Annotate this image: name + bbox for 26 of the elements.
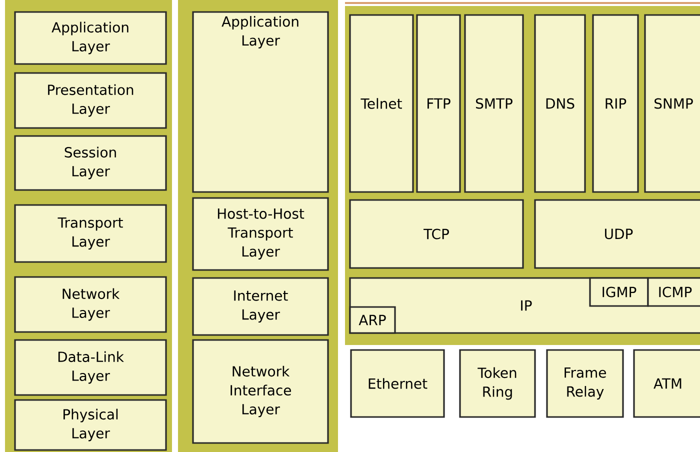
- layer-box: UDP: [534, 199, 700, 269]
- layer-box: Data-Link Layer: [14, 339, 167, 396]
- layer-box: Application Layer: [192, 11, 329, 193]
- layer-box: Network Interface Layer: [192, 339, 329, 444]
- layer-box: FTP: [416, 14, 461, 193]
- layer-box: Telnet: [349, 14, 414, 193]
- layer-box: Host-to-Host Transport Layer: [192, 197, 329, 271]
- layer-box: Frame Relay: [546, 349, 624, 418]
- layer-box: Application Layer: [14, 11, 167, 65]
- layer-box: RIP: [592, 14, 639, 193]
- layer-box: Physical Layer: [14, 399, 167, 451]
- layer-box: Presentation Layer: [14, 72, 167, 129]
- layer-box: ATM: [633, 349, 700, 418]
- layer-box: IGMP: [589, 277, 649, 307]
- layer-box: Transport Layer: [14, 204, 167, 263]
- layer-box: Token Ring: [459, 349, 536, 418]
- layer-box: Session Layer: [14, 135, 167, 191]
- layer-box: ICMP: [647, 277, 700, 307]
- layer-box: SMTP: [464, 14, 524, 193]
- layer-box: Internet Layer: [192, 277, 329, 336]
- layer-box: TCP: [349, 199, 524, 269]
- layer-box: DNS: [534, 14, 586, 193]
- layer-box: Network Layer: [14, 276, 167, 333]
- layer-box: SNMP: [644, 14, 700, 193]
- layer-box: Ethernet: [350, 349, 445, 418]
- layer-box: ARP: [349, 306, 396, 334]
